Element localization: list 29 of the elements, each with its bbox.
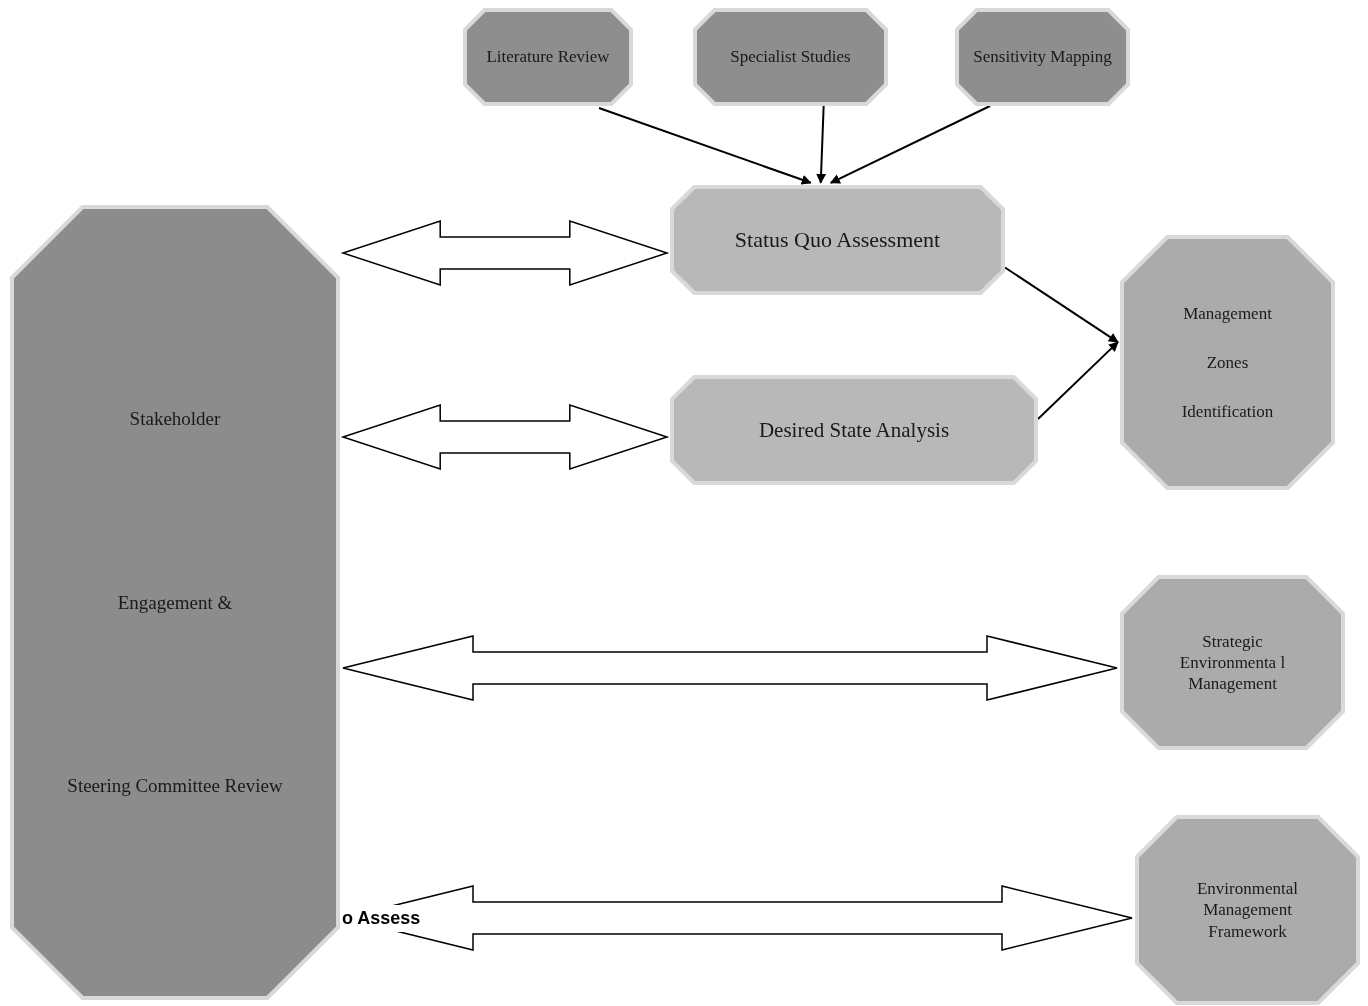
node-label: Specialist Studies	[730, 46, 851, 68]
double-block-arrow	[340, 403, 670, 471]
arrow	[829, 105, 991, 184]
arrow	[1004, 266, 1119, 344]
octagon-box	[955, 8, 1130, 106]
node-label: Desired State Analysis	[758, 416, 950, 444]
octagon-box	[1135, 815, 1360, 1005]
node-label: Engagement &	[117, 590, 233, 615]
node-label: Identification	[1181, 401, 1274, 423]
octagon-box	[463, 8, 633, 106]
double-block-arrow	[342, 635, 1118, 701]
octagon-box	[1120, 575, 1345, 750]
node-label: Sensitivity Mapping	[973, 46, 1112, 68]
node-label: Stakeholder	[129, 406, 221, 431]
octagon-box	[1120, 235, 1335, 490]
octagon-box	[10, 205, 340, 1000]
node-label: Zones	[1206, 351, 1249, 374]
arrow	[1037, 341, 1119, 420]
node-label: Environmental Management Framework	[1196, 878, 1299, 942]
node-label: Management	[1183, 302, 1272, 324]
partial-text: o Assess	[342, 905, 421, 932]
node-label: Strategic Environmenta l Management	[1178, 630, 1287, 695]
node-label: Literature Review	[486, 46, 610, 68]
octagon-box	[693, 8, 888, 106]
arrow	[598, 106, 812, 185]
arrow	[816, 105, 827, 184]
double-block-arrow	[340, 219, 670, 287]
node-label: Status Quo Assessment	[734, 226, 941, 254]
node-label: Steering Committee Review	[67, 774, 283, 799]
